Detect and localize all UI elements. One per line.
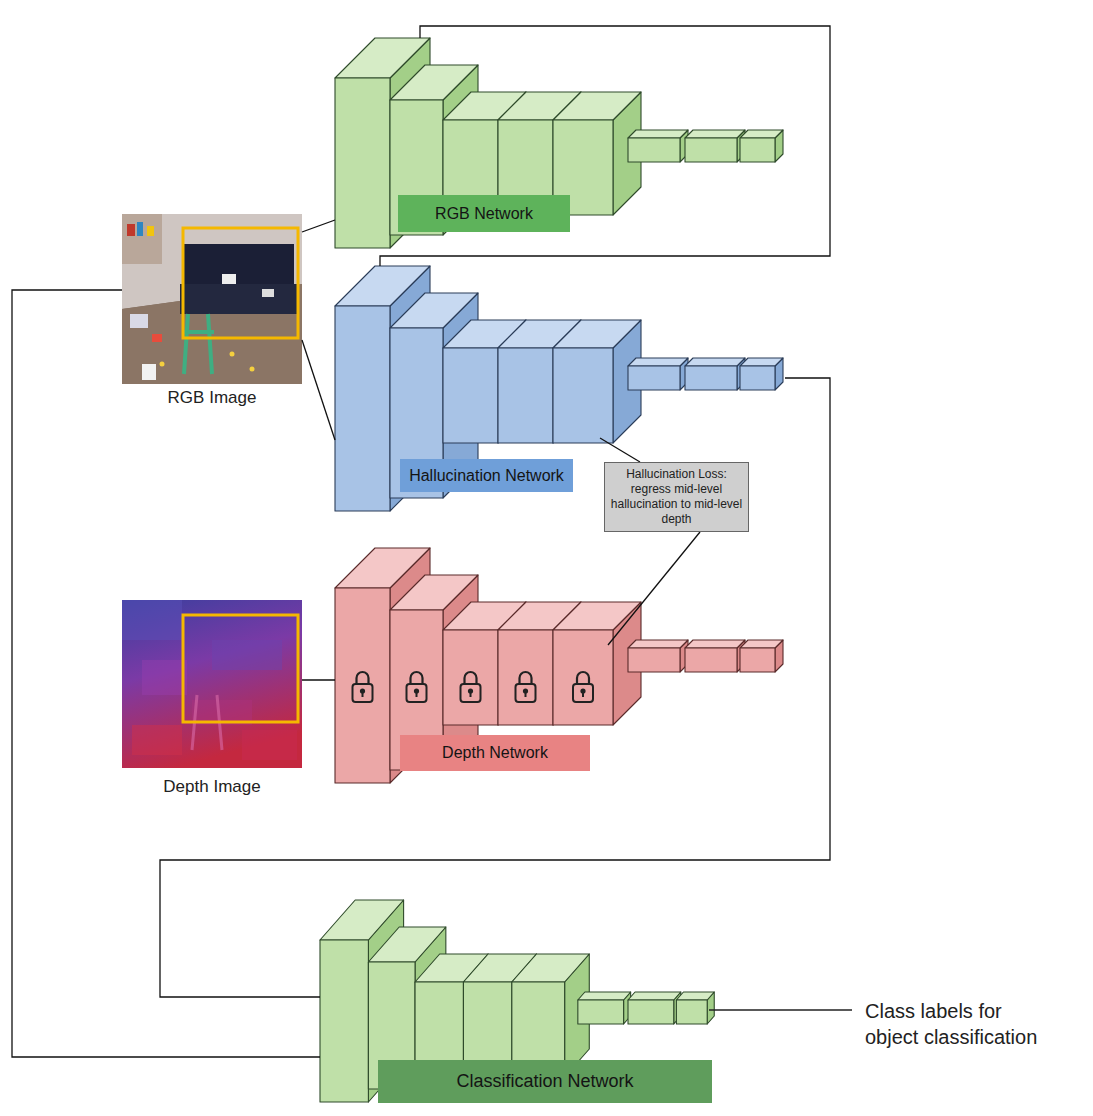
network-label: RGB Network bbox=[398, 195, 570, 232]
layer-top bbox=[685, 640, 745, 648]
callout-text: Hallucination Loss: regress mid-level ha… bbox=[610, 467, 743, 527]
lock-icon bbox=[461, 672, 481, 702]
connector bbox=[600, 438, 640, 462]
layer-front bbox=[498, 630, 553, 725]
depth-photo bbox=[122, 600, 302, 768]
layer-top bbox=[335, 38, 430, 78]
layer-top bbox=[685, 130, 745, 138]
layer-top bbox=[335, 266, 430, 306]
layer-top bbox=[320, 900, 404, 940]
layer-front bbox=[628, 1000, 674, 1024]
layer-stack bbox=[335, 38, 783, 248]
layer-top bbox=[628, 358, 688, 366]
layer-front bbox=[443, 348, 498, 443]
layer-top bbox=[553, 320, 641, 348]
layer-front bbox=[628, 138, 680, 162]
layer-front bbox=[685, 138, 737, 162]
output-label: Class labels for object classification bbox=[865, 998, 1057, 1050]
network-stack: Depth Network bbox=[335, 548, 785, 785]
layer-front bbox=[578, 1000, 624, 1024]
connector bbox=[302, 679, 335, 680]
layer-front bbox=[553, 630, 613, 725]
layer-front bbox=[685, 648, 737, 672]
layer-stack bbox=[335, 548, 783, 783]
image-caption: RGB Image bbox=[122, 388, 302, 408]
rgb-photo bbox=[122, 214, 302, 384]
layer-top bbox=[740, 640, 783, 648]
layer-front bbox=[498, 348, 553, 443]
connector bbox=[160, 378, 830, 997]
layer-top bbox=[740, 130, 783, 138]
layer-front bbox=[335, 78, 390, 248]
connector bbox=[302, 340, 335, 440]
layer-top bbox=[685, 358, 745, 366]
layer-front bbox=[740, 138, 775, 162]
lock-icon bbox=[573, 672, 593, 702]
connector bbox=[302, 220, 335, 232]
layer-top bbox=[335, 548, 430, 588]
layer-front bbox=[553, 348, 613, 443]
layer-top bbox=[553, 602, 641, 630]
lock-icon bbox=[516, 672, 536, 702]
layer-front bbox=[628, 648, 680, 672]
network-stack: Classification Network bbox=[320, 900, 716, 1104]
layer-top bbox=[628, 640, 688, 648]
layer-top bbox=[628, 130, 688, 138]
layer-front bbox=[685, 366, 737, 390]
network-label: Depth Network bbox=[400, 735, 590, 771]
layer-front bbox=[335, 588, 390, 783]
image-caption: Depth Image bbox=[122, 777, 302, 797]
layer-top bbox=[676, 992, 714, 1000]
layer-top bbox=[390, 575, 478, 610]
layer-front bbox=[320, 940, 368, 1102]
layer-stack bbox=[320, 900, 714, 1102]
layer-top bbox=[553, 92, 641, 120]
lock-icon bbox=[407, 672, 427, 702]
layer-top bbox=[628, 992, 681, 1000]
connector bbox=[12, 290, 320, 1057]
layer-top bbox=[390, 293, 478, 328]
layer-front bbox=[628, 366, 680, 390]
layer-top bbox=[390, 65, 478, 100]
layer-top bbox=[740, 358, 783, 366]
layer-front bbox=[443, 630, 498, 725]
network-label: Classification Network bbox=[378, 1060, 712, 1103]
network-stack: RGB Network bbox=[335, 38, 785, 250]
lock-icon bbox=[353, 672, 373, 702]
layer-front bbox=[740, 366, 775, 390]
layer-front bbox=[335, 306, 390, 511]
connector bbox=[608, 532, 700, 645]
leader-line bbox=[709, 1009, 852, 1010]
layer-front bbox=[740, 648, 775, 672]
network-label: Hallucination Network bbox=[400, 459, 573, 492]
callout-box: Hallucination Loss: regress mid-level ha… bbox=[604, 462, 749, 532]
layer-top bbox=[512, 954, 589, 982]
layer-top bbox=[578, 992, 631, 1000]
layer-top bbox=[368, 927, 445, 962]
image-panel: RGB Image bbox=[122, 214, 302, 414]
connector bbox=[380, 26, 830, 266]
layer-front bbox=[676, 1000, 707, 1024]
image-panel: Depth Image bbox=[122, 600, 302, 805]
